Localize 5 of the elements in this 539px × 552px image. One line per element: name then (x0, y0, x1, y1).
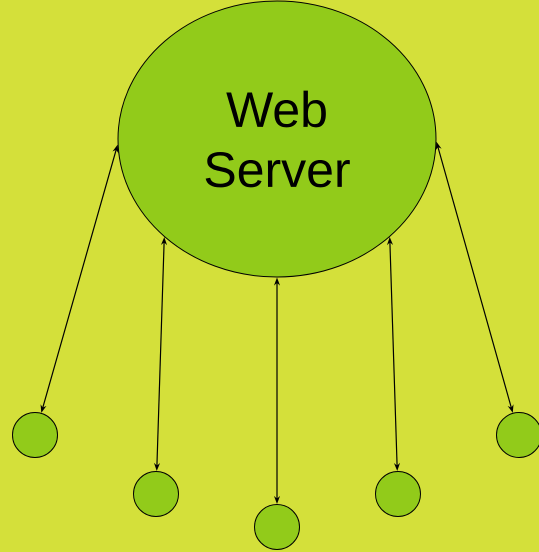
client-circle (133, 471, 179, 517)
client-circle (12, 412, 58, 458)
client-circle (375, 471, 421, 517)
client-circle (254, 504, 300, 550)
client-circle (496, 412, 539, 458)
